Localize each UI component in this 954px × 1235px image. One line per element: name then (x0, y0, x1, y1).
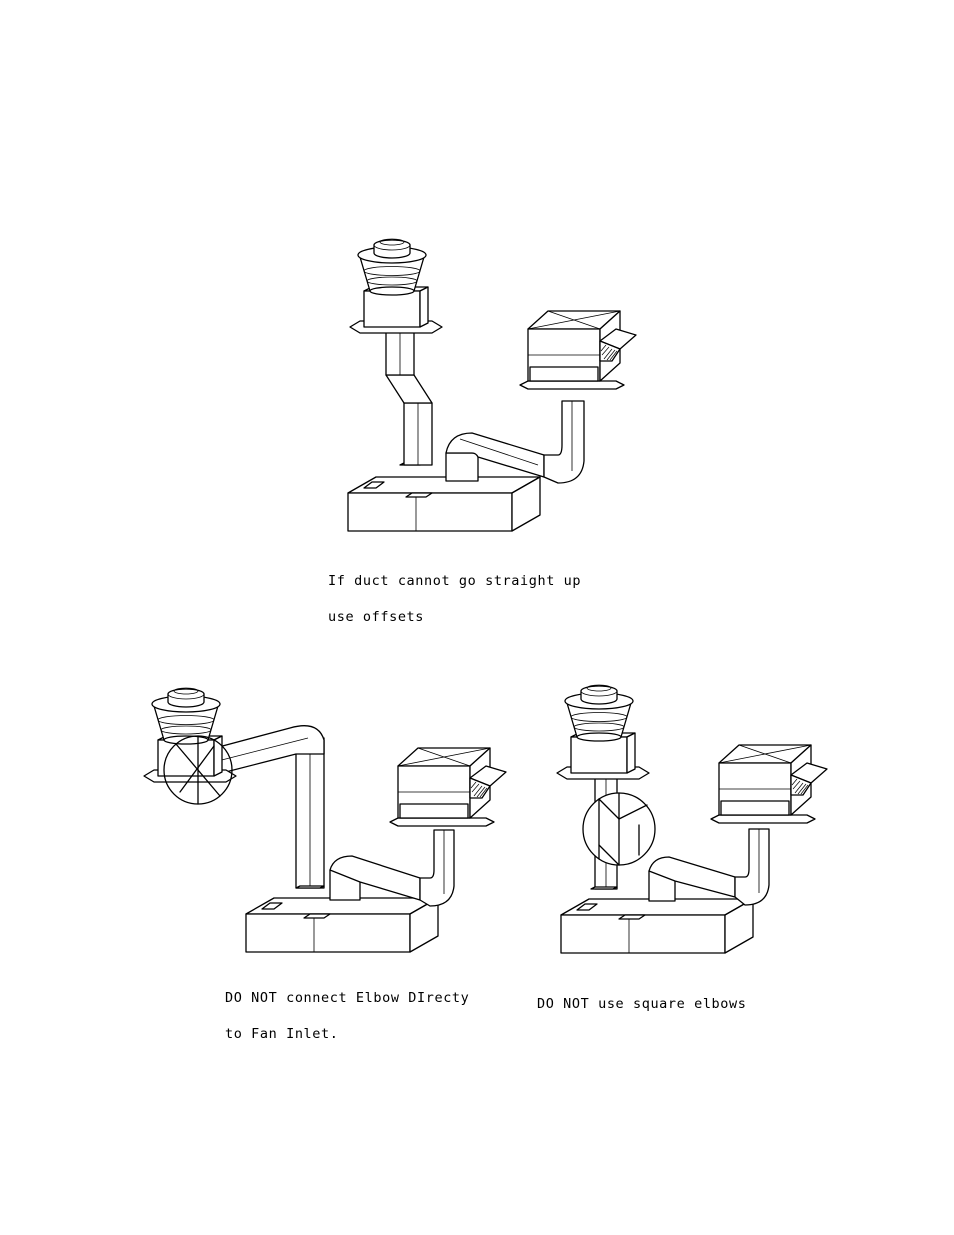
figure-square-elbow-drawing (555, 675, 855, 965)
caption-line: DO NOT connect Elbow DIrecty (225, 992, 469, 1004)
offset-duct (386, 323, 432, 465)
caption-line: If duct cannot go straight up (328, 575, 581, 587)
roof-fan-symbol (144, 688, 236, 782)
makeup-air-unit-symbol (520, 311, 636, 389)
figure-elbow-inlet-drawing (140, 680, 500, 960)
caption-line: DO NOT use square elbows (537, 998, 746, 1010)
makeup-air-unit-symbol (390, 748, 506, 826)
supply-duct (330, 830, 454, 906)
caption-elbow-inlet: DO NOT connect Elbow DIrecty to Fan Inle… (225, 968, 469, 1064)
prohibited-square-elbow-marker (583, 793, 655, 865)
figure-offsets-drawing (300, 225, 660, 535)
kitchen-hood-symbol (561, 899, 753, 953)
caption-line: to Fan Inlet. (225, 1028, 469, 1040)
kitchen-hood-symbol (246, 898, 438, 952)
roof-fan-symbol (350, 239, 442, 333)
makeup-air-unit-symbol (711, 745, 827, 823)
caption-square-elbow: DO NOT use square elbows (537, 974, 746, 1034)
caption-offsets: If duct cannot go straight up use offset… (328, 551, 581, 647)
supply-duct (446, 401, 584, 483)
supply-duct (649, 829, 769, 905)
roof-fan-symbol (557, 685, 649, 779)
caption-line: use offsets (328, 611, 581, 623)
kitchen-hood-symbol (348, 477, 540, 531)
